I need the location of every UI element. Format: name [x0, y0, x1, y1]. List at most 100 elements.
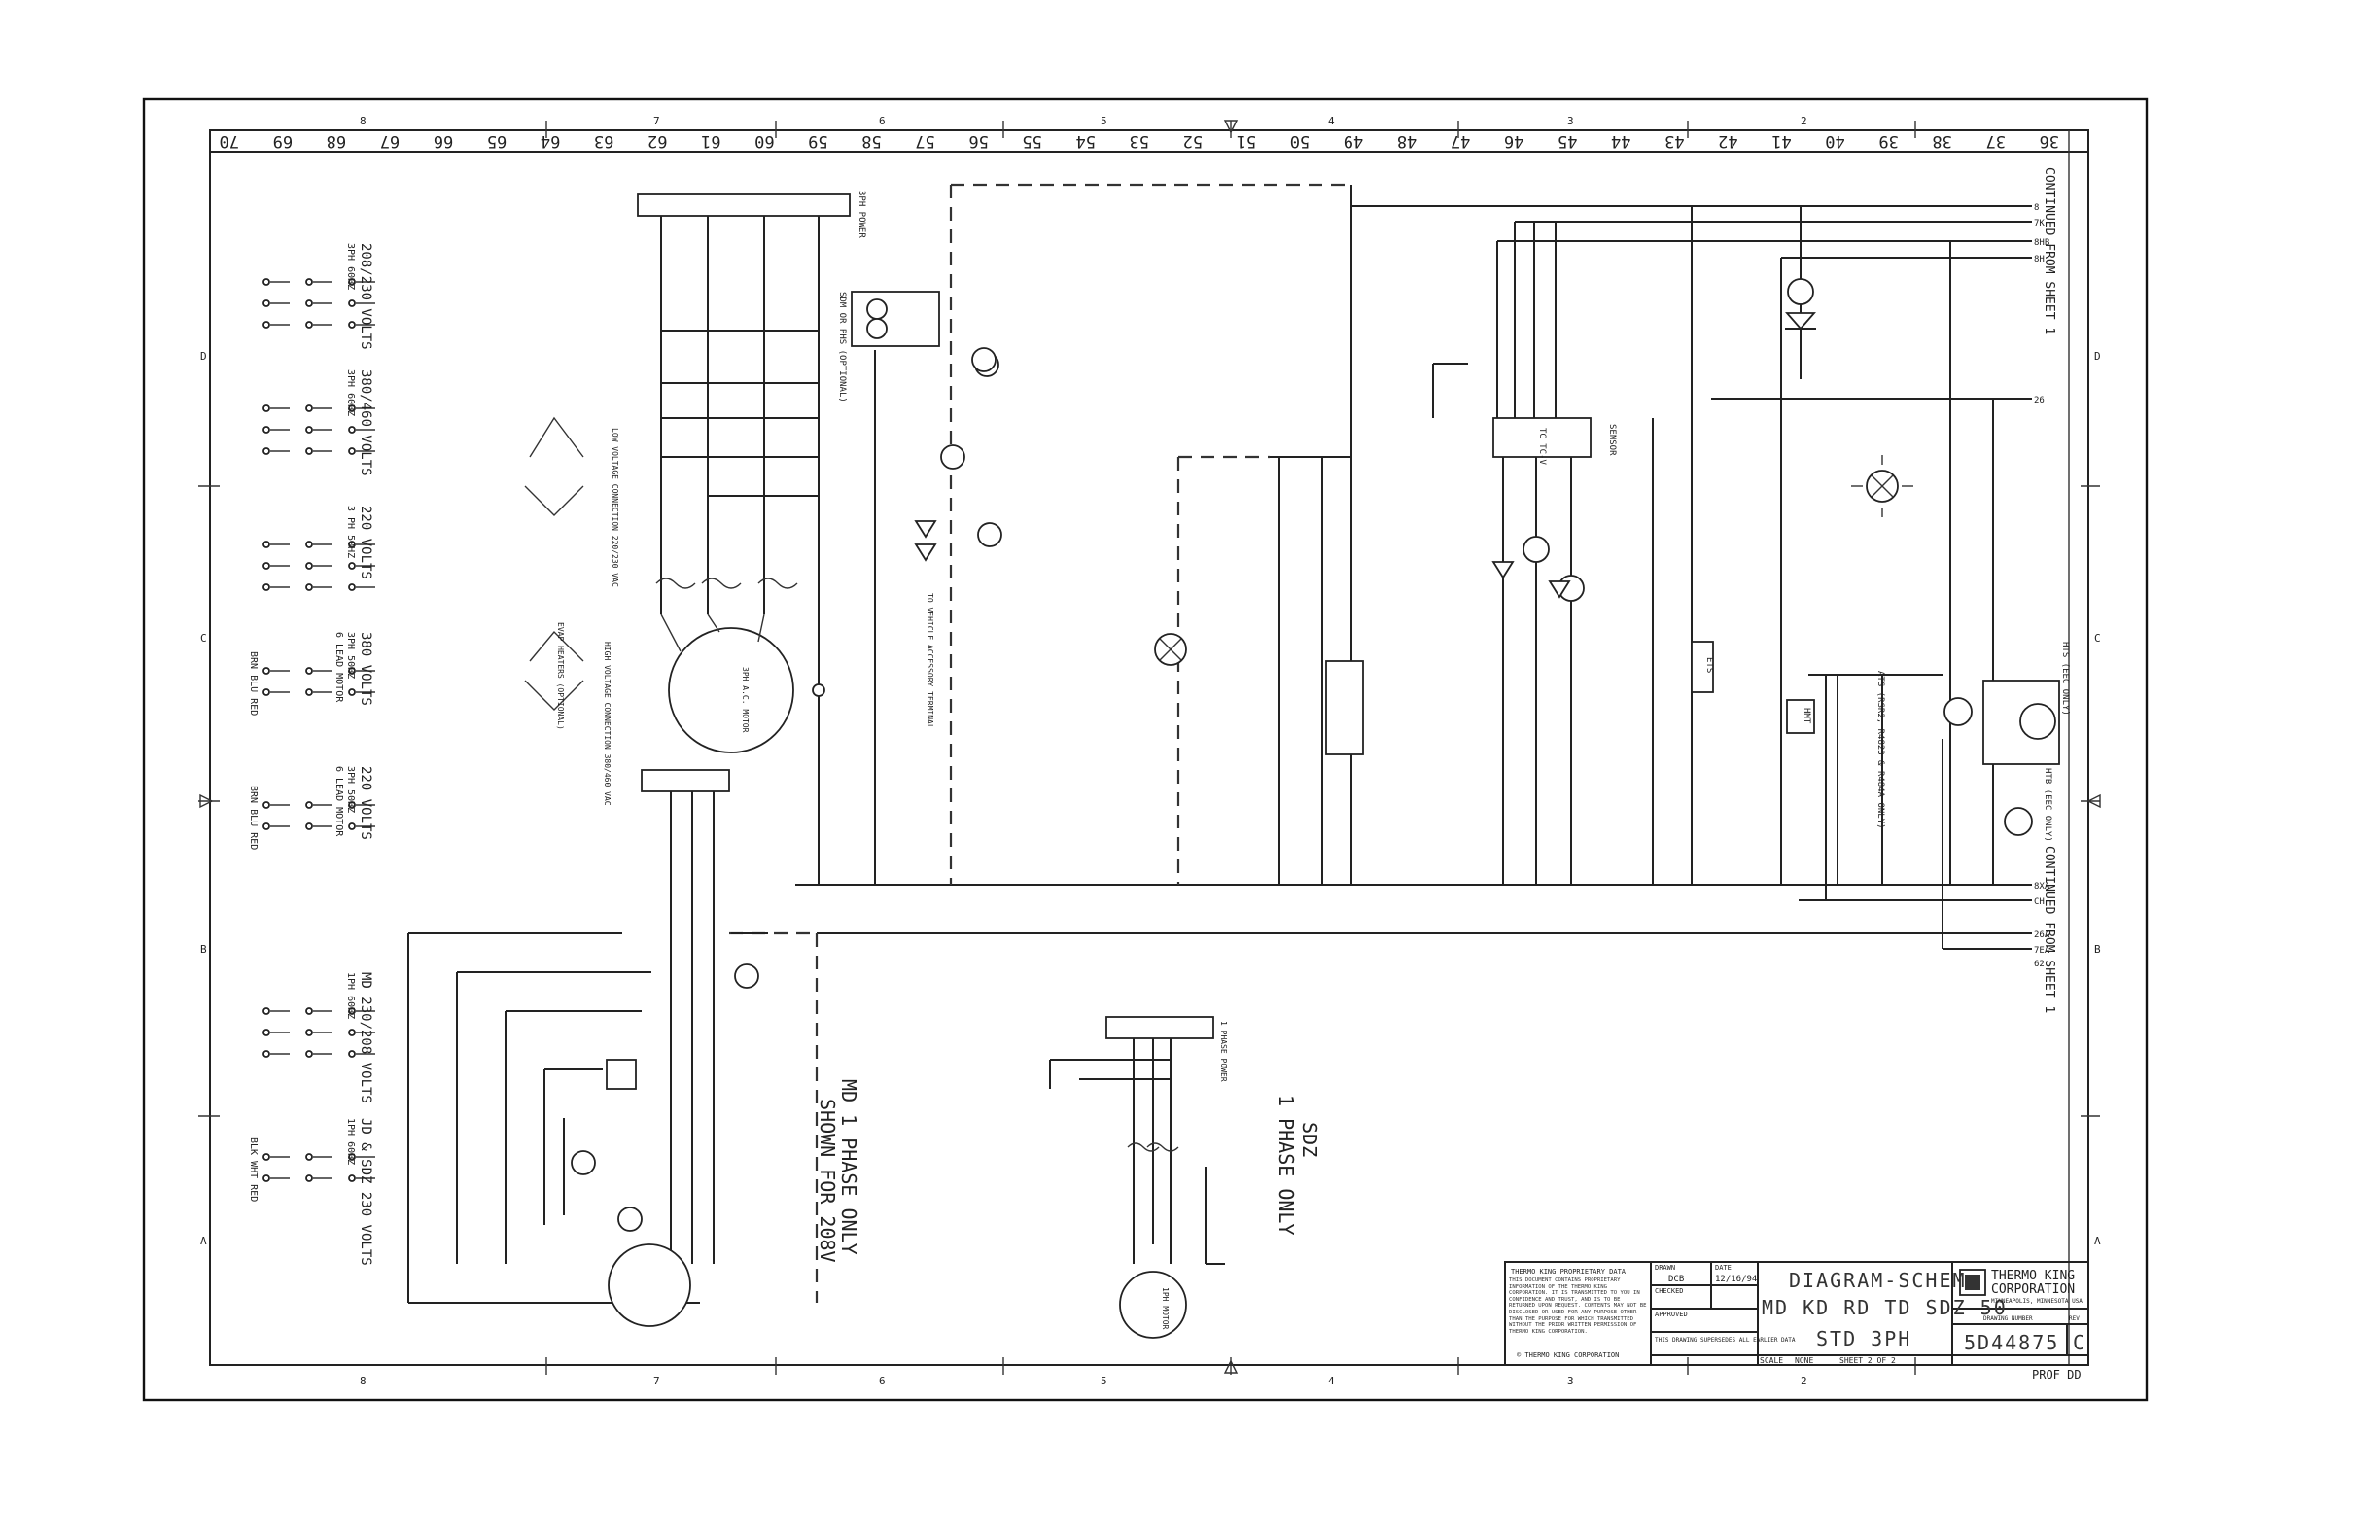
terminal-point — [348, 583, 356, 591]
zone-row-left: D — [200, 350, 207, 363]
terminal-point — [262, 541, 270, 548]
zone-label-bottom: 4 — [1328, 1375, 1335, 1387]
terminal-point — [305, 822, 313, 830]
terminal-point — [305, 404, 313, 412]
sensor-label: SENSOR — [1607, 424, 1617, 456]
terminal-point — [305, 801, 313, 809]
terminal-point — [262, 1050, 270, 1058]
voltage-sub: 3PH 50HZ — [345, 632, 356, 679]
motor-3ph-label: 3PH A.C. MOTOR — [741, 667, 750, 733]
column-number: 51 — [1237, 131, 1256, 151]
sheet-number: SHEET 2 OF 2 — [1839, 1356, 1896, 1365]
title-line-2: MD KD RD TD SDZ 50 — [1762, 1296, 2008, 1319]
terminal-point — [262, 562, 270, 570]
column-number: 54 — [1075, 131, 1095, 151]
title-block — [1504, 1261, 2089, 1366]
terminal-point — [348, 299, 356, 307]
column-number: 69 — [273, 131, 293, 151]
voltage-title: 380/460 VOLTS — [358, 369, 373, 476]
voltage-note: 6 LEAD MOTOR — [333, 632, 344, 703]
terminal-point — [305, 447, 313, 455]
wire-label: 7EA — [2034, 946, 2050, 956]
column-number: 62 — [648, 131, 667, 151]
proof-mark: PROF DD — [2032, 1368, 2082, 1382]
column-number: 57 — [915, 131, 934, 151]
column-number: 47 — [1451, 131, 1470, 151]
drawn-by: DCB — [1668, 1275, 1684, 1284]
voltage-sub: 3PH 60HZ — [345, 369, 356, 416]
monitor-label: SDM OR PHS (OPTIONAL) — [837, 292, 847, 402]
terminal-point — [348, 1007, 356, 1015]
zone-row-left: C — [200, 632, 207, 645]
column-number: 60 — [754, 131, 774, 151]
wire-label: 26 — [2034, 396, 2045, 405]
control-bus-lines — [795, 183, 2032, 950]
column-number: 40 — [1825, 131, 1844, 151]
hts-label: HTS (EEC ONLY) — [2060, 642, 2070, 716]
continued-bottom: CONTINUED FROM SHEET 1 — [2042, 846, 2056, 1013]
zone-ticks — [198, 120, 2101, 1375]
accessory-note: TO VEHICLE ACCESSORY TERMINAL — [926, 593, 934, 729]
column-number: 36 — [2040, 131, 2059, 151]
terminal-point — [305, 1029, 313, 1036]
column-number: 63 — [594, 131, 613, 151]
ets-label: ETS — [1704, 657, 1714, 673]
terminal-point — [262, 1153, 270, 1161]
zone-label-top: 2 — [1801, 115, 1807, 127]
sdz-note: SDZ — [1298, 1122, 1321, 1157]
voltage-title: JD & SDZ 230 VOLTS — [358, 1118, 373, 1266]
column-number: 42 — [1718, 131, 1737, 151]
wire-label: 62 — [2034, 960, 2045, 969]
terminal-point — [262, 822, 270, 830]
drawing-number-label: DRAWING NUMBER — [1983, 1315, 2033, 1322]
date-label: DATE — [1715, 1264, 1732, 1272]
voltage-note: 6 LEAD MOTOR — [333, 766, 344, 837]
voltage-terminal-grids — [262, 278, 375, 1182]
voltage-title: 380 VOLTS — [358, 632, 373, 706]
terminal-point — [305, 1153, 313, 1161]
high-voltage-note: HIGH VOLTAGE CONNECTION 380/460 VAC — [603, 642, 612, 806]
outer-frame — [142, 97, 2149, 1402]
zone-label-top: 6 — [879, 115, 886, 127]
continued-top: CONTINUED FROM SHEET 1 — [2042, 167, 2056, 334]
column-number: 48 — [1397, 131, 1417, 151]
terminal-point — [305, 583, 313, 591]
terminal-point — [262, 426, 270, 434]
copyright: © THERMO KING CORPORATION — [1517, 1351, 1619, 1359]
terminal-point — [305, 299, 313, 307]
revision-letter: C — [2073, 1331, 2086, 1354]
low-voltage-note: LOW VOLTAGE CONNECTION 220/230 VAC — [611, 428, 619, 587]
column-number: 45 — [1558, 131, 1577, 151]
zone-label-bottom: 8 — [360, 1375, 367, 1387]
column-number: 41 — [1771, 131, 1791, 151]
column-number: 55 — [1022, 131, 1041, 151]
zone-row-left: A — [200, 1235, 207, 1247]
zone-label-top: 3 — [1567, 115, 1574, 127]
zone-row-left: B — [200, 943, 207, 956]
column-number: 38 — [1932, 131, 1951, 151]
wire-label: 8 — [2034, 203, 2039, 213]
md-single-phase-circuit — [407, 769, 819, 1327]
thermo-king-logo — [1965, 1275, 1980, 1290]
terminal-point — [305, 667, 313, 675]
column-number: 53 — [1130, 131, 1149, 151]
voltage-title: 220 VOLTS — [358, 766, 373, 840]
supersede-note: THIS DRAWING SUPERSEDES ALL EARLIER DATA — [1655, 1337, 1796, 1344]
terminal-point — [348, 404, 356, 412]
company-city: MINNEAPOLIS, MINNESOTA USA — [1991, 1298, 2082, 1305]
voltage-title: 208/230 VOLTS — [358, 243, 373, 350]
wire-colors: BRN BLU RED — [248, 786, 259, 850]
column-number: 44 — [1611, 131, 1630, 151]
one-phase-power: 1 PHASE POWER — [1219, 1021, 1228, 1082]
column-number: 39 — [1878, 131, 1898, 151]
company-line-1: THERMO KING — [1991, 1269, 2075, 1283]
terminal-point — [262, 1007, 270, 1015]
column-number: 58 — [861, 131, 881, 151]
terminal-point — [262, 1029, 270, 1036]
proprietary-title: THERMO KING PROPRIETARY DATA — [1511, 1268, 1627, 1276]
voltage-sub: 3 PH 50HZ — [345, 506, 356, 558]
terminal-point — [348, 447, 356, 455]
